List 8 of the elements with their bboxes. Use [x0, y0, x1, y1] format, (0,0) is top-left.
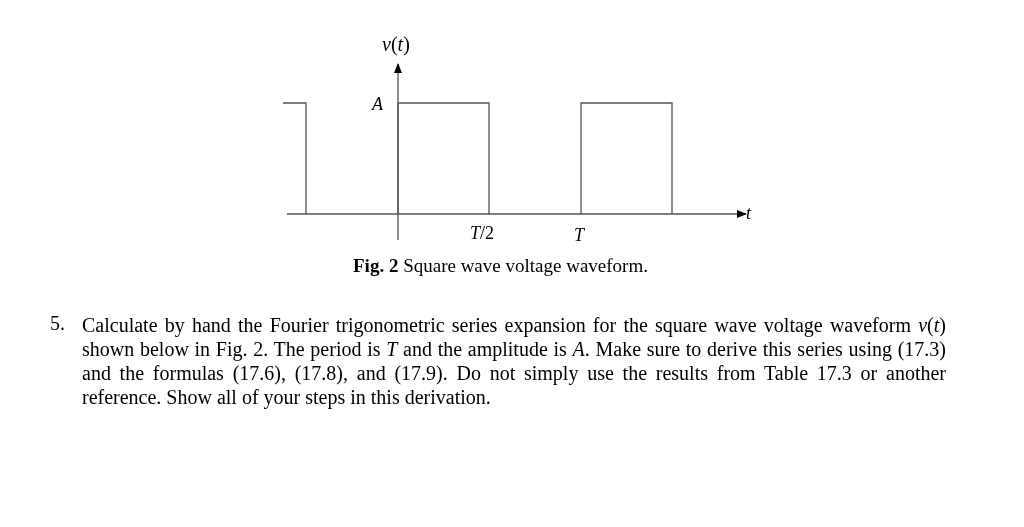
question-number: 5. — [50, 313, 65, 333]
amplitude-label: A — [372, 95, 383, 113]
tick-label: T/2 — [470, 224, 495, 242]
tick-label: T — [574, 226, 584, 244]
figure-caption: Fig. 2 Square wave voltage waveform. — [353, 256, 648, 275]
axis-label: t — [746, 204, 751, 222]
axis-label: v(t) — [382, 34, 410, 54]
question-text: Calculate by hand the Fourier trigonometric series expansion for the square wave voltage waveform v(t) shown below in Fig. 2. The period is T and the amplitude is A. Make sure to derive this series using (17.3) and the formulas (17.6), (17.8), and (17.9). Do not simply use the results from Table 17.3 or another reference. Show all of your steps in this derivation. — [82, 313, 946, 409]
